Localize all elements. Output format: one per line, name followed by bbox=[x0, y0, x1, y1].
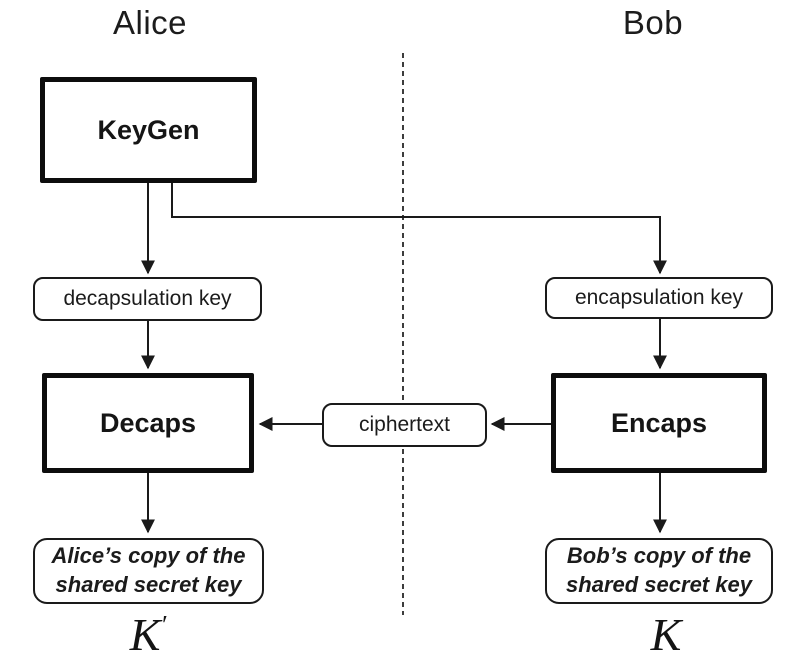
ciphertext-pill: ciphertext bbox=[322, 403, 487, 447]
bob-shared-secret-line1: Bob’s copy of the bbox=[566, 543, 752, 569]
ciphertext-label: ciphertext bbox=[358, 413, 451, 436]
alice-shared-secret-line2: shared secret key bbox=[55, 572, 242, 597]
arrow-keygen-to-encapsulation-key bbox=[171, 183, 667, 275]
encaps-box: Encaps bbox=[551, 373, 767, 473]
k-base: K bbox=[650, 609, 682, 660]
decapsulation-key-label: decapsulation key bbox=[63, 287, 232, 310]
k-prime-base: K bbox=[129, 609, 161, 660]
k-prime-mark: ′ bbox=[160, 609, 167, 640]
alice-shared-secret-line1: Alice’s copy of the bbox=[51, 543, 246, 569]
keygen-box-label: KeyGen bbox=[97, 114, 200, 145]
bob-shared-secret-line2: shared secret key bbox=[566, 572, 752, 597]
encapsulation-key-label: encapsulation key bbox=[574, 286, 744, 309]
decaps-box: Decaps bbox=[42, 373, 254, 473]
encapsulation-key-pill: encapsulation key bbox=[545, 277, 773, 319]
decaps-box-label: Decaps bbox=[99, 407, 197, 438]
party-label-bob: Bob bbox=[622, 4, 684, 41]
party-label-alice: Alice bbox=[112, 4, 188, 41]
keygen-box: KeyGen bbox=[40, 77, 257, 183]
alice-shared-secret-pill: Alice’s copy of the shared secret key bbox=[33, 538, 264, 604]
decapsulation-key-pill: decapsulation key bbox=[33, 277, 262, 321]
k-symbol: K bbox=[611, 608, 721, 661]
encaps-box-label: Encaps bbox=[610, 407, 708, 438]
bob-shared-secret-pill: Bob’s copy of the shared secret key bbox=[545, 538, 773, 604]
k-prime-symbol: K′ bbox=[93, 608, 203, 661]
